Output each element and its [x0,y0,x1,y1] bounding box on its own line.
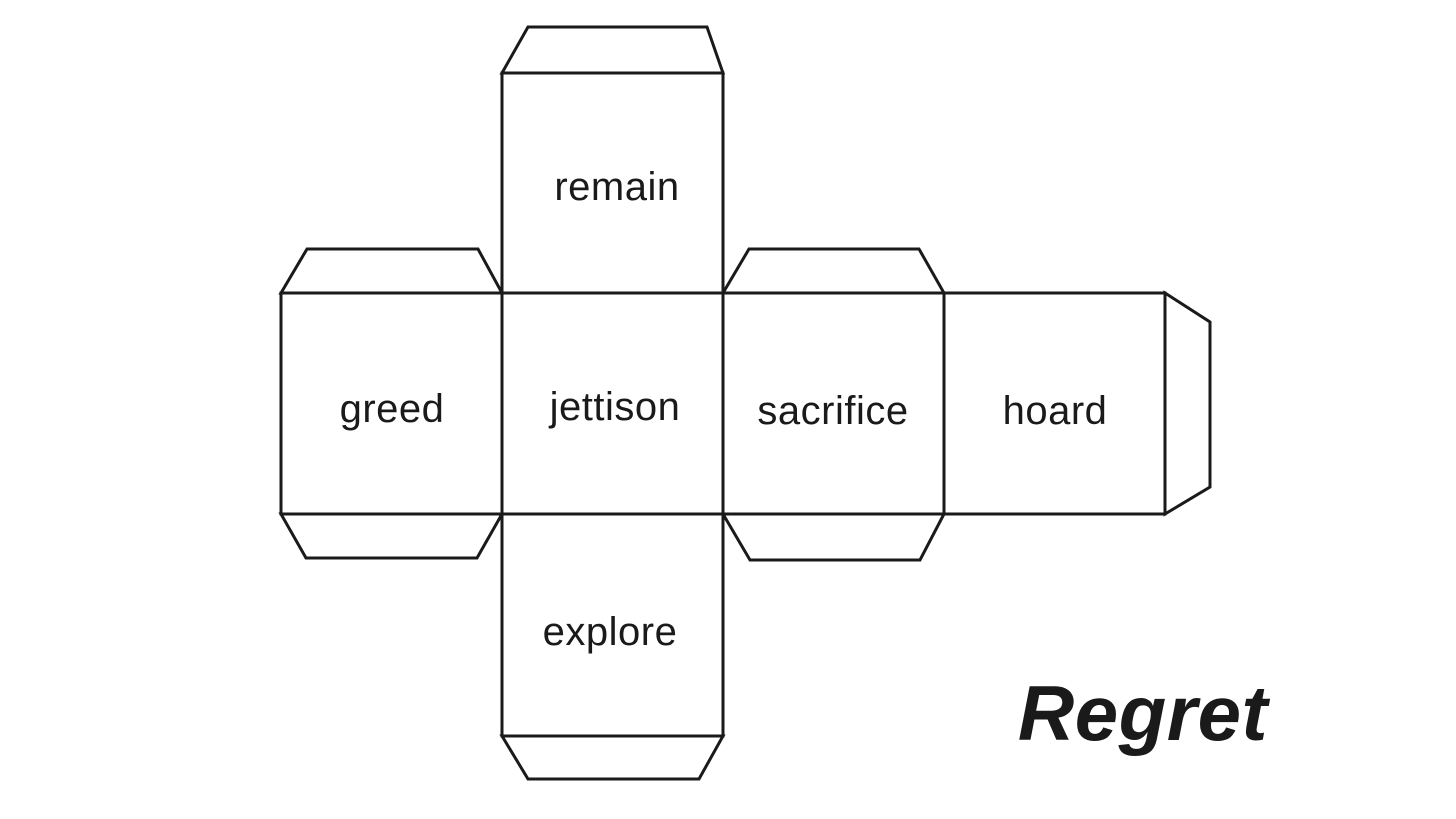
flap-greed-bottom [278,512,505,560]
flap-greed-top [278,247,505,295]
face-jettison [500,291,725,516]
face-label-remain: remain [554,165,679,209]
face-label-jettison: jettison [549,385,681,429]
face-remain [500,71,725,295]
flap-hoard-right [1163,290,1212,517]
flap-sacrifice-top [720,247,947,295]
face-label-greed: greed [340,387,445,431]
face-greed [279,291,504,516]
flap-explore-bottom [499,734,726,781]
flap-remain-top [499,25,726,75]
flap-sacrifice-bottom [720,512,947,562]
face-label-explore: explore [543,610,678,654]
face-label-sacrifice: sacrifice [757,389,908,433]
face-sacrifice [721,291,946,516]
face-label-hoard: hoard [1003,389,1108,433]
face-hoard [942,291,1167,516]
face-explore [500,512,725,738]
diagram-title: Regret [1018,669,1271,757]
